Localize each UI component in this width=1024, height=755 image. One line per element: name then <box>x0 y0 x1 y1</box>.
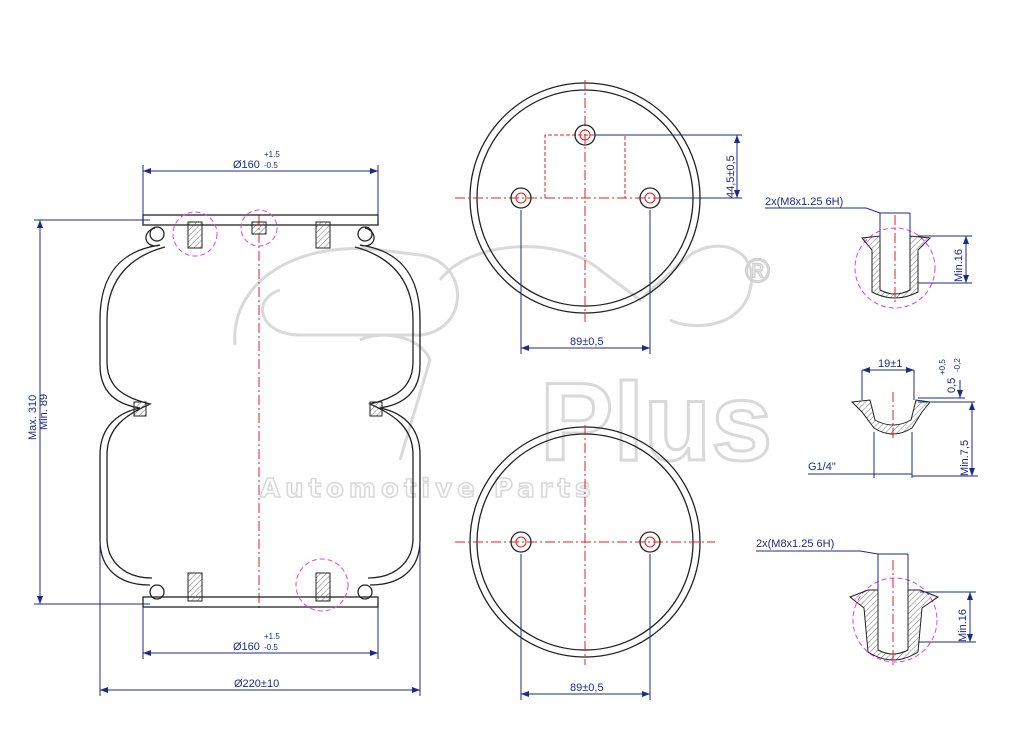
bottom-stud-right <box>315 572 331 602</box>
overall-width-label: Ø220±10 <box>234 678 279 690</box>
detail-callout-air-port <box>240 209 278 247</box>
detail-top-thread: 2x(M8x1.25 6H) Min.16 <box>765 196 972 309</box>
detail-callout-top-stud <box>172 211 218 257</box>
registered-mark: ® <box>745 252 770 290</box>
bottom-tolerance-minus: -0.5 <box>264 643 278 652</box>
detail-port-width-label: 19±1 <box>878 358 902 370</box>
bead-ring-bottom-right <box>357 584 373 600</box>
detail-air-port: 19±1 +0,5 0,5 -0,2 G1/4" Min.7,5 <box>808 358 978 478</box>
top-plate-offset-label: 44,5±0,5 <box>725 155 737 198</box>
watermark-tagline: Automotive Parts <box>260 474 595 504</box>
bead-ring-top-right <box>357 226 373 242</box>
max-height-label: Max. 310 <box>27 395 39 440</box>
detail-top-nut <box>861 235 932 299</box>
watermark-logo: Plus Automotive Parts ® <box>233 244 774 505</box>
detail-top-depth-label: Min.16 <box>953 249 965 282</box>
top-plate-view: 89±0,5 44,5±0,5 <box>455 80 742 354</box>
bottom-plate-stud-right <box>639 531 661 553</box>
detail-bottom-thread-label: 2x(M8x1.25 6H) <box>756 538 834 550</box>
bellows-inner <box>106 246 414 579</box>
top-tolerance-minus: -0.5 <box>264 161 278 170</box>
bottom-stud-left <box>187 572 203 602</box>
detail-port-thread-label: G1/4" <box>808 461 836 473</box>
detail-port-tol-plus: +0,5 <box>938 359 947 375</box>
bottom-plate-spacing-label: 89±0,5 <box>570 682 604 694</box>
top-tolerance-plus: +1.5 <box>264 150 280 159</box>
detail-top-thread-label: 2x(M8x1.25 6H) <box>765 196 843 208</box>
watermark-plus-text: Plus <box>540 361 772 484</box>
bottom-bead-plate <box>142 596 379 608</box>
top-diameter-label: Ø160 <box>233 159 260 171</box>
detail-bottom-circle <box>852 577 938 663</box>
detail-bottom-thread: 2x(M8x1.25 6H) Min.16 <box>756 538 976 665</box>
top-stud-right <box>315 221 331 249</box>
top-plate-stud-left <box>510 187 532 209</box>
bead-ring-top-left <box>149 226 165 242</box>
bottom-plate-stud-left <box>510 531 532 553</box>
top-plate-spacing-label: 89±0,5 <box>570 336 604 348</box>
bottom-diameter-label: Ø160 <box>233 641 260 653</box>
top-stud-left <box>187 221 203 249</box>
detail-port-depth-label: Min.7,5 <box>959 440 971 476</box>
side-view <box>99 209 421 612</box>
detail-port-tol-main: 0,5 <box>946 378 958 393</box>
detail-bottom-nut <box>849 589 940 661</box>
bottom-tolerance-plus: +1.5 <box>264 632 280 641</box>
girdle-ring-left <box>133 401 147 417</box>
detail-port-tol-minus: -0,2 <box>953 358 962 372</box>
detail-bottom-depth-label: Min.16 <box>957 609 969 642</box>
bottom-plate-view: 89±0,5 <box>455 425 715 700</box>
bead-ring-bottom-left <box>149 584 165 600</box>
detail-port-fitting <box>850 399 931 435</box>
detail-callout-bottom-stud <box>295 558 349 612</box>
bellows-outer <box>99 227 421 586</box>
min-height-label: Min. 89 <box>38 394 50 430</box>
top-air-port <box>251 221 267 235</box>
girdle-ring-right <box>369 401 383 417</box>
side-dimensions: Ø160 +1.5 -0.5 Ø160 +1.5 -0.5 Ø220±10 Ma… <box>27 150 421 696</box>
